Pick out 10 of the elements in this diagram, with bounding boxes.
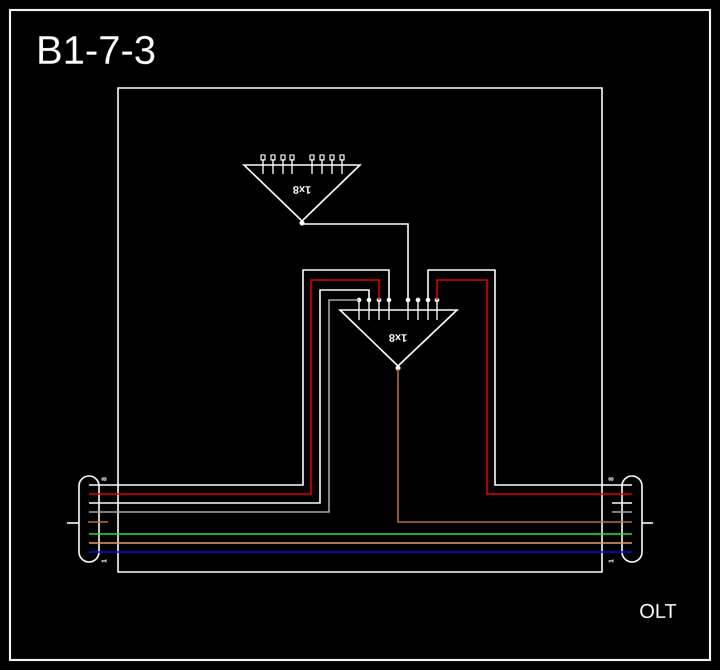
title: B1-7-3 xyxy=(39,36,154,64)
fiber-line xyxy=(89,551,632,553)
cable-end xyxy=(621,475,643,563)
fiber-line xyxy=(89,533,632,535)
cable-end xyxy=(78,475,100,563)
fiber-line xyxy=(397,369,632,523)
location-label: OLT xyxy=(640,604,676,618)
enclosure-box xyxy=(117,87,603,573)
fiber-line xyxy=(89,542,632,544)
fiber-line xyxy=(302,223,409,300)
